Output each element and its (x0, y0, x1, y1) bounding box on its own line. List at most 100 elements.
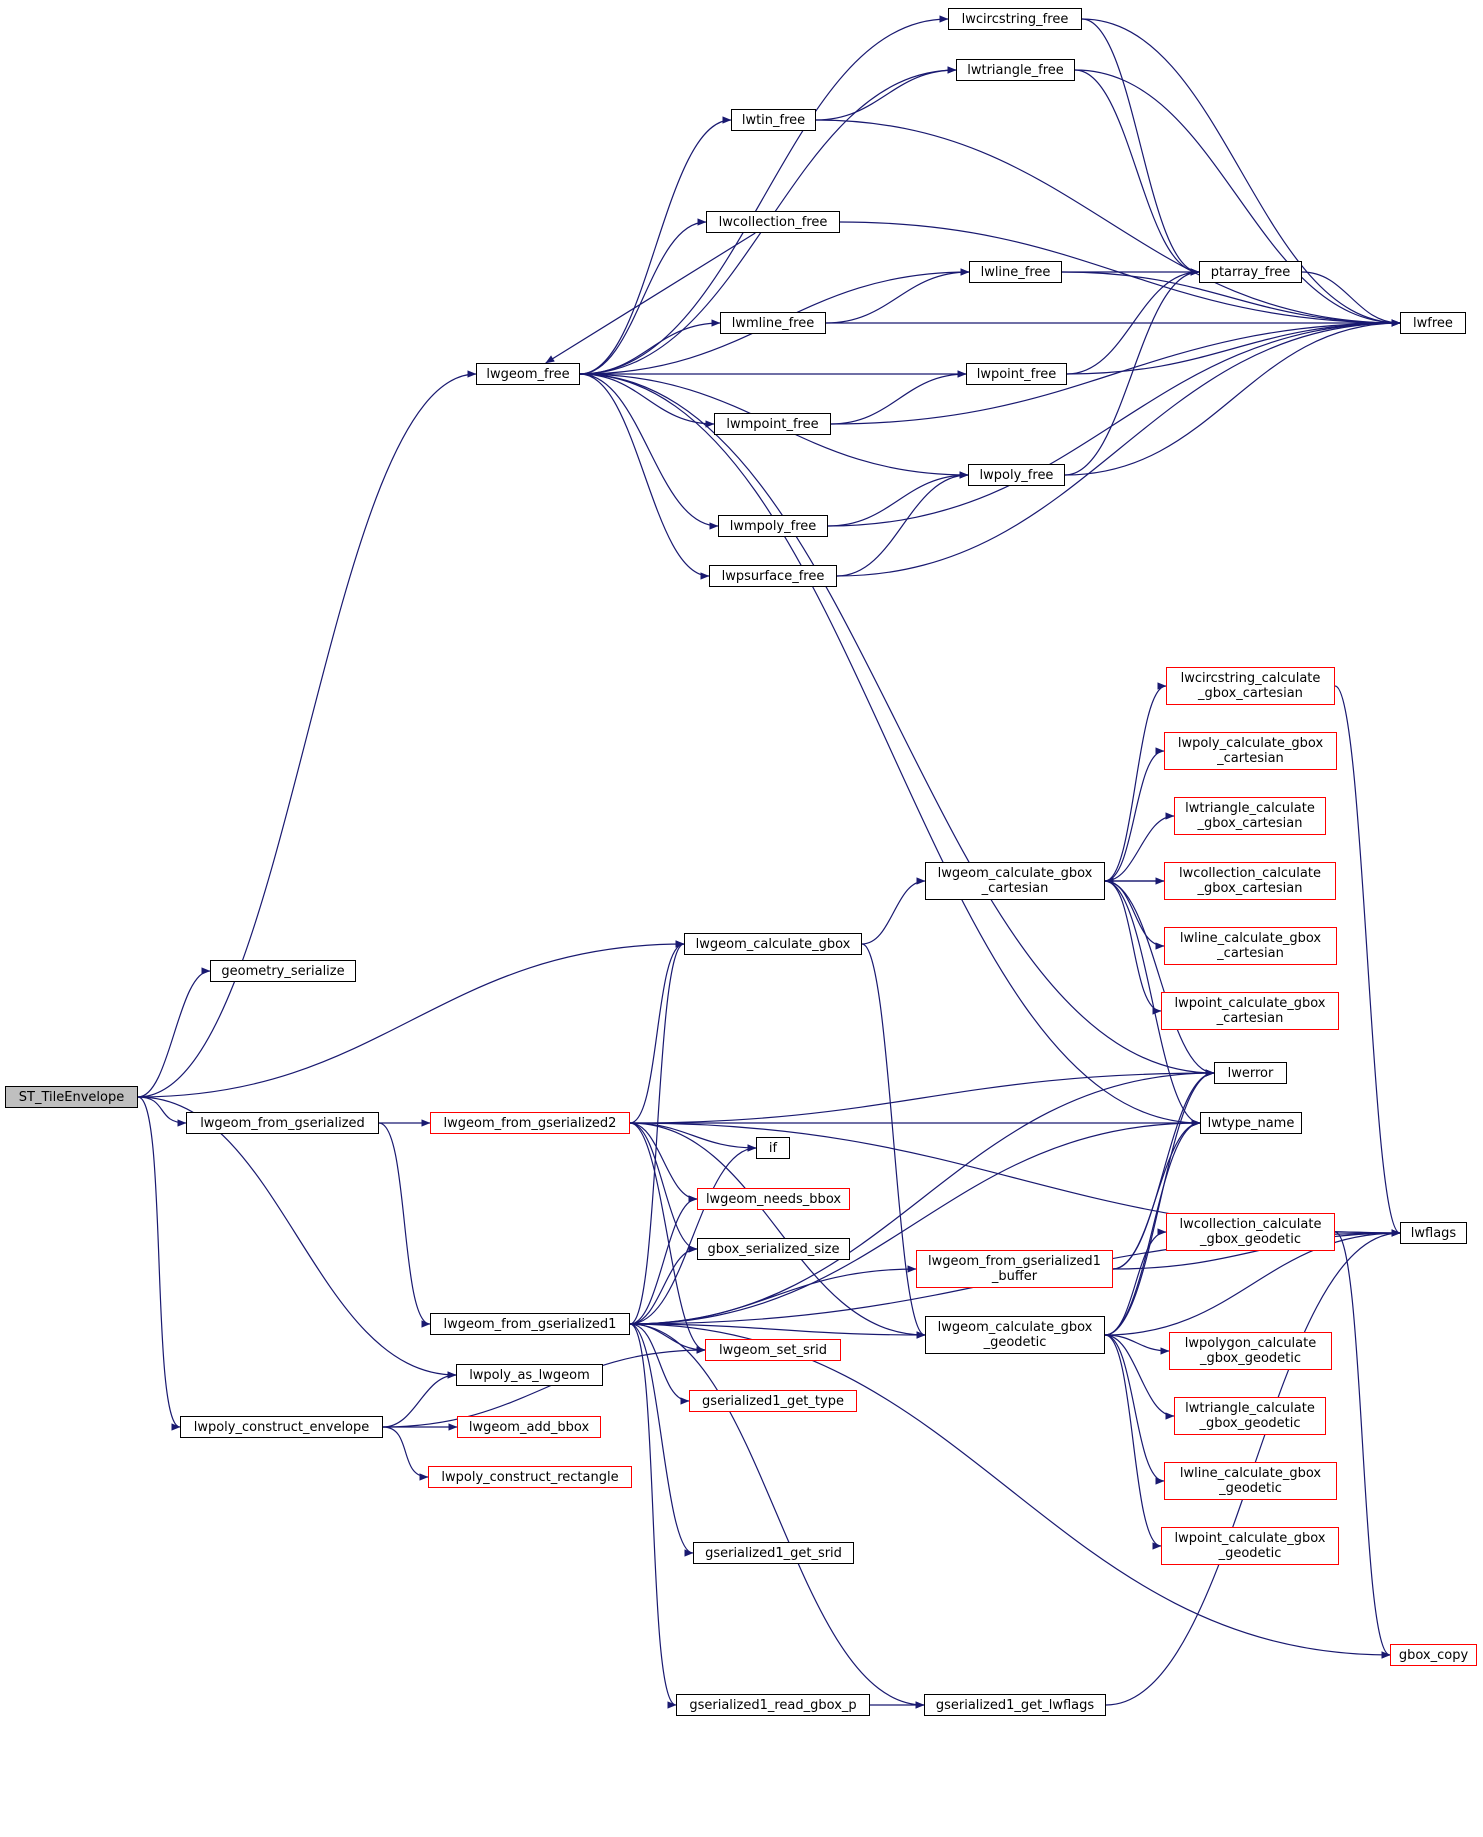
node-lwgeom-from-gserialized[interactable]: lwgeom_from_gserialized (186, 1112, 379, 1134)
node-lwpoly-as-lwgeom[interactable]: lwpoly_as_lwgeom (456, 1364, 603, 1386)
node-lwmpoint-free[interactable]: lwmpoint_free (714, 413, 831, 435)
edge-lwgeom_from_gserialized1-to-lwgeom_calculate_gbox (629, 940, 685, 1325)
edge-lwcircstring_calculate_gbox_cartesian-to-lwflags (1334, 685, 1401, 1237)
edge-lwgeom_from_gserialized2-to-lwgeom_calculate_gbox (629, 940, 685, 1124)
node-lwtriangle-calculate-gbox-geodetic[interactable]: lwtriangle_calculate _gbox_geodetic (1174, 1397, 1326, 1435)
edge-lwgeom_from_gserialized-to-lwgeom_from_gserialized1 (378, 1122, 431, 1328)
node-lwpoly-construct-rectangle[interactable]: lwpoly_construct_rectangle (428, 1466, 632, 1488)
edge-lwpoly_construct_envelope-to-lwpoly_as_lwgeom (382, 1371, 457, 1428)
node-lwcollection-free[interactable]: lwcollection_free (706, 211, 840, 233)
node-lwpoly-free[interactable]: lwpoly_free (968, 464, 1065, 486)
edge-lwpoly_construct_envelope-to-lwpoly_construct_rectangle (382, 1426, 429, 1481)
edge-lwtin_free-to-lwfree (815, 119, 1401, 327)
node-lwpolygon-calculate-gbox-geodetic[interactable]: lwpolygon_calculate _gbox_geodetic (1169, 1332, 1332, 1370)
node-gserialized1-get-type[interactable]: gserialized1_get_type (689, 1390, 857, 1412)
node-lwgeom-calculate-gbox[interactable]: lwgeom_calculate_gbox (684, 933, 862, 955)
node-lwmpoly-free[interactable]: lwmpoly_free (718, 515, 828, 537)
node-lwcollection-calculate-gbox-cartesian[interactable]: lwcollection_calculate _gbox_cartesian (1164, 862, 1336, 900)
node-lwpoint-free[interactable]: lwpoint_free (966, 363, 1067, 385)
edge-lwmpoint_free-to-lwpoint_free (830, 370, 967, 425)
edge-lwgeom_from_gserialized1-to-gserialized1_get_type (629, 1323, 690, 1405)
edge-lwgeom_from_gserialized1_buffer-to-lwflags (1112, 1229, 1401, 1270)
node-lwpoint-calculate-gbox-cartesian[interactable]: lwpoint_calculate_gbox _cartesian (1161, 992, 1339, 1030)
node-lwgeom-from-gserialized1-buffer[interactable]: lwgeom_from_gserialized1 _buffer (916, 1250, 1113, 1288)
edge-lwgeom_calculate_gbox_geodetic-to-lwline_calculate_gbox_geodetic (1104, 1334, 1165, 1485)
node-lwpsurface-free[interactable]: lwpsurface_free (709, 565, 837, 587)
node-lwcollection-calculate-gbox-geodetic[interactable]: lwcollection_calculate _gbox_geodetic (1166, 1213, 1335, 1251)
edge-lwgeom_calculate_gbox-to-lwgeom_calculate_gbox_geodetic (861, 943, 926, 1339)
node-lwtin-free[interactable]: lwtin_free (731, 109, 816, 131)
node-gbox-serialized-size[interactable]: gbox_serialized_size (697, 1238, 850, 1260)
node-lwgeom-add-bbox[interactable]: lwgeom_add_bbox (457, 1416, 601, 1438)
node-geometry-serialize[interactable]: geometry_serialize (210, 960, 356, 982)
edge-lwpoly_free-to-lwfree (1064, 319, 1401, 476)
edge-lwgeom_free-to-lwtin_free (579, 116, 732, 375)
node-ptarray-free[interactable]: ptarray_free (1199, 261, 1302, 283)
edge-lwgeom_calculate_gbox_cartesian-to-lwerror (1104, 880, 1215, 1077)
edge-lwgeom_from_gserialized1-to-gbox_serialized_size (629, 1245, 698, 1325)
edge-lwgeom_from_gserialized1-to-gserialized1_get_srid (629, 1323, 694, 1557)
edge-lwpsurface_free-to-lwfree (836, 319, 1401, 577)
edge-ptarray_free-to-lwfree (1301, 271, 1401, 327)
edge-lwgeom_from_gserialized1-to-lwgeom_needs_bbox (629, 1195, 698, 1325)
edge-lwgeom_from_gserialized1-to-lwgeom_calculate_gbox_geodetic (629, 1323, 926, 1339)
edge-lwcollection_free-to-lwgeom_free (545, 232, 756, 364)
edge-lwgeom_free-to-lwpsurface_free (579, 373, 710, 580)
edge-lwgeom_from_gserialized2-to-lwgeom_needs_bbox (629, 1122, 698, 1203)
node-lwgeom-set-srid[interactable]: lwgeom_set_srid (705, 1339, 841, 1361)
node-lwpoint-calculate-gbox-geodetic[interactable]: lwpoint_calculate_gbox _geodetic (1161, 1527, 1339, 1565)
edge-lwgeom_calculate_gbox_cartesian-to-lwcircstring_calculate_gbox_cartesian (1104, 682, 1167, 882)
node-lwgeom-free[interactable]: lwgeom_free (476, 363, 580, 385)
edge-lwgeom_from_gserialized1_buffer-to-lwtype_name (1112, 1119, 1201, 1270)
edge-lwgeom_calculate_gbox_geodetic-to-lwtriangle_calculate_gbox_geodetic (1104, 1334, 1175, 1420)
node-lwtype-name[interactable]: lwtype_name (1200, 1112, 1302, 1134)
node-lwtriangle-calculate-gbox-cartesian[interactable]: lwtriangle_calculate _gbox_cartesian (1174, 797, 1326, 835)
edge-lwpoly_free-to-ptarray_free (1064, 268, 1200, 476)
node-if[interactable]: if (756, 1137, 790, 1159)
node-lwcircstring-calculate-gbox-cartesian[interactable]: lwcircstring_calculate _gbox_cartesian (1166, 667, 1335, 705)
node-lwline-free[interactable]: lwline_free (969, 261, 1062, 283)
edge-lwcircstring_free-to-lwfree (1081, 18, 1401, 327)
node-lwfree[interactable]: lwfree (1400, 312, 1466, 334)
edge-lwcollection_calculate_gbox_geodetic-to-gbox_copy (1334, 1231, 1391, 1659)
edge-lwpsurface_free-to-lwpoly_free (836, 471, 969, 577)
edge-lwgeom_free-to-lwmline_free (579, 319, 721, 375)
node-gserialized1-read-gbox-p[interactable]: gserialized1_read_gbox_p (676, 1694, 870, 1716)
node-st-tileenvelope: ST_TileEnvelope (5, 1086, 138, 1108)
node-lwgeom-calculate-gbox-cartesian[interactable]: lwgeom_calculate_gbox _cartesian (925, 862, 1105, 900)
edge-lwgeom_calculate_gbox-to-lwgeom_calculate_gbox_cartesian (861, 877, 926, 945)
edge-lwgeom_free-to-lwcircstring_free (579, 15, 949, 375)
edge-lwgeom_from_gserialized2-to-lwgeom_set_srid (629, 1122, 706, 1354)
edge-lwgeom_from_gserialized2-to-lwerror (629, 1069, 1215, 1124)
edge-st_tileenvelope-to-lwgeom_free (137, 370, 477, 1098)
node-lwgeom-from-gserialized1[interactable]: lwgeom_from_gserialized1 (430, 1313, 630, 1335)
edge-lwpoint_free-to-ptarray_free (1066, 268, 1200, 375)
edge-st_tileenvelope-to-geometry_serialize (137, 967, 211, 1098)
node-gserialized1-get-srid[interactable]: gserialized1_get_srid (693, 1542, 854, 1564)
node-lwgeom-calculate-gbox-geodetic[interactable]: lwgeom_calculate_gbox _geodetic (925, 1316, 1105, 1354)
edge-lwtin_free-to-lwtriangle_free (815, 66, 957, 121)
node-lwpoly-calculate-gbox-cartesian[interactable]: lwpoly_calculate_gbox _cartesian (1164, 732, 1337, 770)
edge-lwpoly_construct_envelope-to-lwgeom_set_srid (382, 1346, 706, 1428)
node-lwgeom-needs-bbox[interactable]: lwgeom_needs_bbox (697, 1188, 850, 1210)
edge-lwcircstring_free-to-ptarray_free (1081, 18, 1200, 276)
edge-lwmpoint_free-to-lwfree (830, 319, 1401, 425)
edge-lwgeom_free-to-lwmpoly_free (579, 373, 719, 530)
node-lwtriangle-free[interactable]: lwtriangle_free (956, 59, 1075, 81)
edge-lwmline_free-to-lwline_free (825, 268, 970, 324)
node-lwcircstring-free[interactable]: lwcircstring_free (948, 8, 1082, 30)
node-lwflags[interactable]: lwflags (1400, 1222, 1467, 1244)
node-lwpoly-construct-envelope[interactable]: lwpoly_construct_envelope (180, 1416, 383, 1438)
edge-lwgeom_calculate_gbox_geodetic-to-lwflags (1104, 1229, 1401, 1336)
node-lwgeom-from-gserialized2[interactable]: lwgeom_from_gserialized2 (430, 1112, 630, 1134)
edge-lwgeom_calculate_gbox_geodetic-to-lwtype_name (1104, 1119, 1201, 1336)
node-lwmline-free[interactable]: lwmline_free (720, 312, 826, 334)
node-gbox-copy[interactable]: gbox_copy (1390, 1644, 1477, 1666)
node-lwline-calculate-gbox-cartesian[interactable]: lwline_calculate_gbox _cartesian (1164, 927, 1337, 965)
edge-lwgeom_calculate_gbox_geodetic-to-lwpoint_calculate_gbox_geodetic (1104, 1334, 1162, 1550)
node-lwline-calculate-gbox-geodetic[interactable]: lwline_calculate_gbox _geodetic (1164, 1462, 1337, 1500)
node-gserialized1-get-lwflags[interactable]: gserialized1_get_lwflags (924, 1694, 1106, 1716)
node-lwerror[interactable]: lwerror (1214, 1062, 1287, 1084)
edge-lwgeom_from_gserialized2-to-gbox_serialized_size (629, 1122, 698, 1253)
